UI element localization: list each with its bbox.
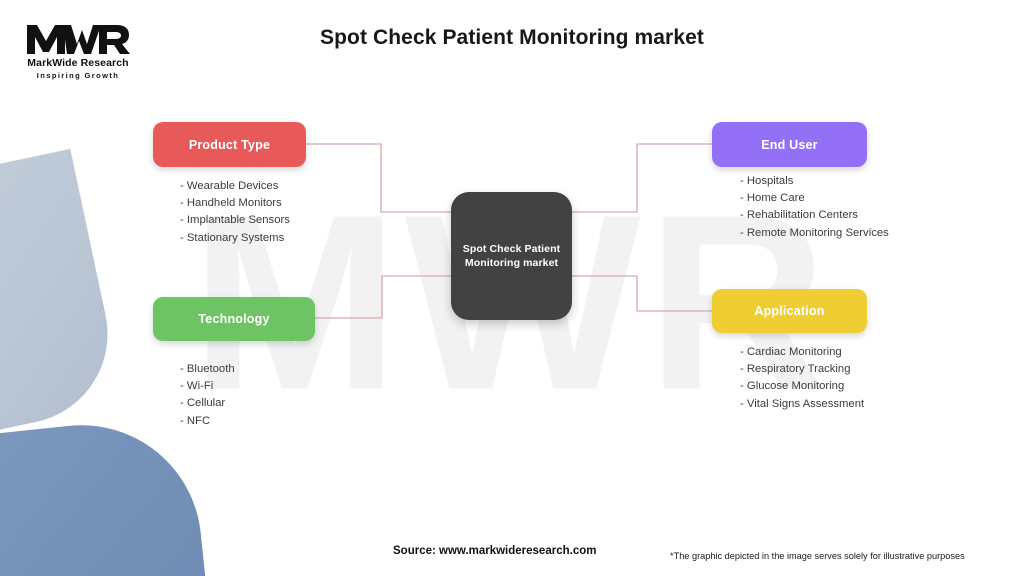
node-product-type-label: Product Type [188,137,271,152]
footer-disclaimer: *The graphic depicted in the image serve… [670,551,965,561]
center-node-line-1: Spot Check Patient [462,243,561,255]
node-end-user-label: End User [761,137,818,152]
list-item: - Home Care [740,192,805,205]
brand-logo: MarkWide Research Inspiring Growth [14,22,142,80]
center-node[interactable]: Spot Check Patient Monitoring market [451,192,572,320]
list-end-user: - Hospitals - Home Care - Rehabilitation… [740,173,889,242]
list-item: - Rehabilitation Centers [740,209,859,222]
list-item: - Stationary Systems [180,231,285,244]
node-application[interactable]: Application [712,289,867,333]
logo-tagline: Inspiring Growth [36,71,120,80]
footer-source: Source: www.markwideresearch.com [393,545,597,557]
connector-application [572,275,712,312]
connector-technology [315,275,452,319]
list-application: - Cardiac Monitoring - Respiratory Track… [740,344,864,413]
list-item: - Remote Monitoring Services [740,226,889,239]
list-item: - NFC [180,414,211,427]
node-technology-label: Technology [198,312,270,326]
list-item: - Hospitals [740,175,794,187]
list-item: - Handheld Monitors [180,197,282,210]
list-item: - Vital Signs Assessment [740,397,865,410]
node-application-label: Application [754,304,825,318]
list-item: - Wearable Devices [180,180,279,192]
page-title: Spot Check Patient Monitoring market [320,26,704,49]
logo-company-name: MarkWide Research [27,57,129,69]
center-node-line-2: Monitoring market [464,257,559,269]
node-end-user[interactable]: End User [712,122,867,167]
mwr-monogram-icon [27,25,130,54]
list-item: - Cellular [180,397,226,410]
list-item: - Bluetooth [180,363,235,375]
list-technology: - Bluetooth - Wi-Fi - Cellular - NFC [180,361,235,430]
list-item: - Cardiac Monitoring [740,346,842,358]
connector-end-user [572,143,712,213]
list-item: - Implantable Sensors [180,214,290,227]
node-technology[interactable]: Technology [153,297,315,341]
list-item: - Glucose Monitoring [740,380,845,393]
list-product-type: - Wearable Devices - Handheld Monitors -… [180,178,290,247]
connector-product-type [306,143,452,213]
node-product-type[interactable]: Product Type [153,122,306,167]
list-item: - Wi-Fi [180,380,214,393]
list-item: - Respiratory Tracking [740,363,851,376]
